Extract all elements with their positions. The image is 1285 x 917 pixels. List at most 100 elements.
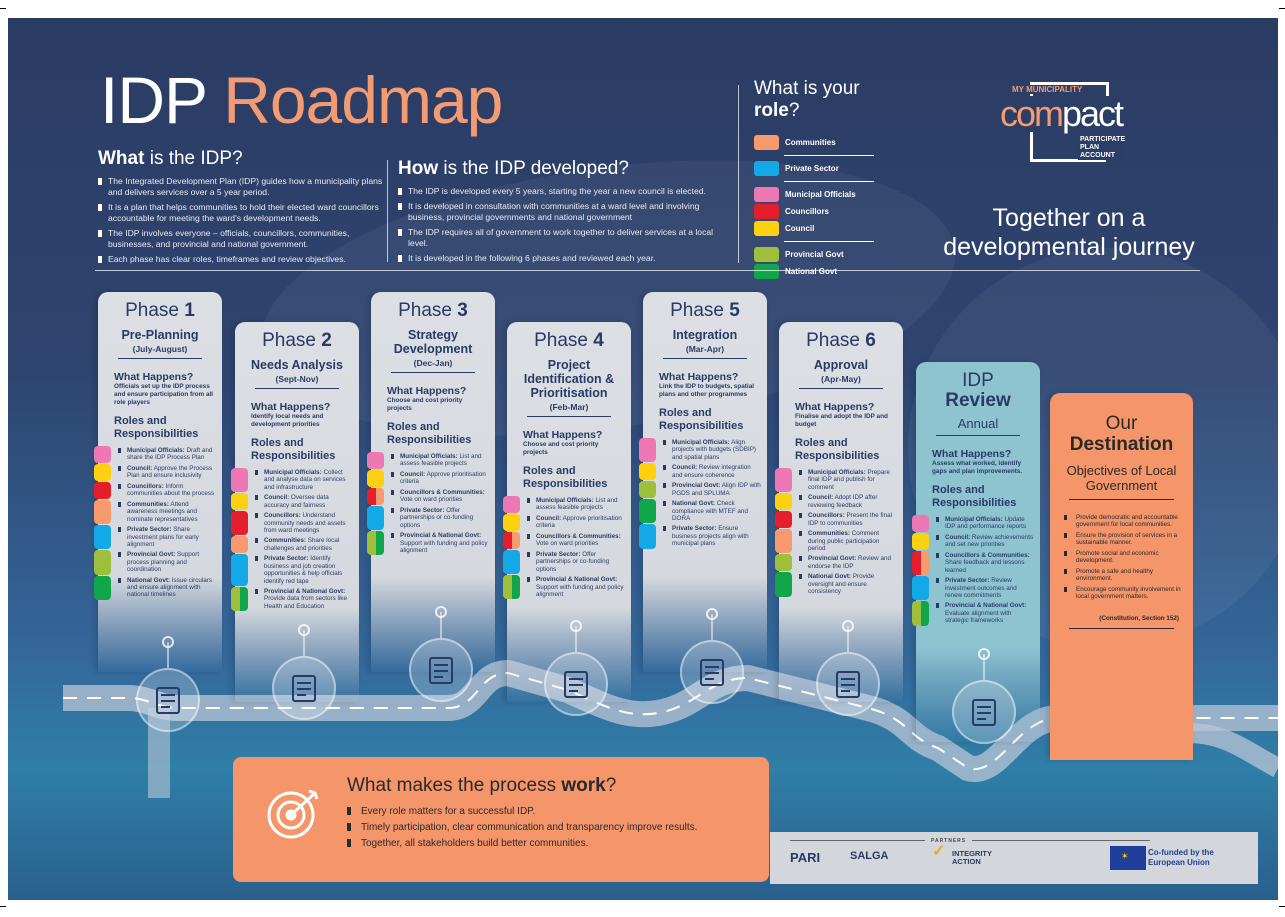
phase-title: Phase 5 bbox=[670, 300, 740, 321]
role-color-tab bbox=[231, 587, 248, 612]
poster: IDP Roadmap What is the IDP? The Integra… bbox=[8, 18, 1278, 900]
phase-card-3: Phase 3 Strategy Development (Dec-Jan) What… bbox=[367, 292, 495, 672]
role-item: Council: Review integration and ensure c… bbox=[639, 463, 767, 481]
legend-item-private: Private Sector bbox=[754, 160, 894, 177]
role-color-tab bbox=[94, 525, 111, 550]
role-item: Municipal Officials: Update IDP and perf… bbox=[912, 515, 1040, 532]
role-color-tab bbox=[912, 533, 929, 550]
role-color-tab bbox=[503, 550, 520, 575]
role-item: Council: Oversee data accuracy and fairn… bbox=[231, 493, 359, 511]
list-item: Encourage community involvement in local… bbox=[1050, 586, 1193, 601]
role-color-tab bbox=[503, 575, 520, 600]
role-color-tab bbox=[639, 463, 656, 481]
role-item: Communities: Comment during public parti… bbox=[775, 529, 903, 554]
destination-card: Our Destination Objectives of Local Gove… bbox=[1050, 393, 1193, 760]
roles-list: Municipal Officials: Draft and share the… bbox=[94, 446, 222, 600]
role-item: Municipal Officials: List and assess fea… bbox=[367, 452, 495, 469]
roles-list: Municipal Officials: Align projects with… bbox=[639, 438, 767, 549]
list-item: Ensure the provision of services in a su… bbox=[1050, 532, 1193, 547]
list-item: Each phase has clear roles, timeframes a… bbox=[98, 254, 383, 265]
role-item: Councillors & Communities: Share feedbac… bbox=[912, 551, 1040, 576]
phase-title: Phase 4 bbox=[534, 330, 604, 351]
clipboard-icon bbox=[952, 680, 1016, 744]
role-color-tab bbox=[912, 551, 929, 576]
role-color-tab bbox=[503, 532, 520, 549]
roles-list: Municipal Officials: Prepare final IDP a… bbox=[775, 468, 903, 597]
role-color-tab bbox=[94, 500, 111, 525]
role-item: Private Sector: Share investment plans f… bbox=[94, 525, 222, 550]
how-developed-section: How is the IDP developed? The IDP is dev… bbox=[398, 158, 718, 268]
what-happens-text: Officials set up the IDP process and ens… bbox=[114, 383, 214, 406]
document-check-icon bbox=[816, 652, 880, 716]
role-item: Councillors: Inform communities about th… bbox=[94, 482, 222, 499]
role-item: Municipal Officials: Align projects with… bbox=[639, 438, 767, 463]
phase-name: Project Identification & Prioritisation bbox=[523, 358, 615, 400]
role-item: Provincial Govt: Align IDP with PGDS and… bbox=[639, 481, 767, 499]
phase-name: Approval bbox=[813, 358, 869, 372]
role-color-tab bbox=[503, 496, 520, 513]
role-item: Provincial Govt: Review and endorse the … bbox=[775, 554, 903, 572]
what-happens-text: Finalise and adopt the IDP and budget bbox=[795, 413, 888, 428]
legend-item-municipal: Municipal Officials bbox=[754, 186, 894, 203]
role-color-tab bbox=[775, 468, 792, 493]
role-item: Private Sector: Offer partnerships or co… bbox=[503, 550, 631, 575]
role-item: Council: Approve the Process Plan and en… bbox=[94, 464, 222, 481]
list-item: Provide democratic and accountable gover… bbox=[1050, 514, 1193, 529]
phase-dates: (Dec-Jan) bbox=[413, 358, 453, 368]
phase-dates: (Sept-Nov) bbox=[275, 374, 319, 384]
roles-list: Municipal Officials: Update IDP and perf… bbox=[912, 515, 1040, 626]
list-item: It is developed in the following 6 phase… bbox=[398, 253, 718, 264]
page-title: IDP Roadmap bbox=[100, 63, 503, 137]
list-item: Together, all stakeholders build better … bbox=[347, 837, 697, 850]
what-happens-text: Choose and cost priority projects bbox=[387, 397, 463, 412]
role-item: Council: Approve prioritisation criteria bbox=[503, 514, 631, 531]
what-happens-text: Choose and cost priority projects bbox=[523, 441, 599, 456]
what-happens-text: Identify local needs and development pri… bbox=[251, 413, 324, 428]
what-happens-heading: What Happens? bbox=[795, 401, 875, 413]
target-icon bbox=[409, 638, 473, 702]
phase-card-4: Phase 4 Project Identification & Prioriti… bbox=[503, 322, 631, 702]
phase-title: Phase 2 bbox=[262, 330, 332, 351]
what-happens-text: Assess what worked, identify gaps and pl… bbox=[932, 460, 1023, 475]
role-item: Provincial Govt: Support process plannin… bbox=[94, 550, 222, 575]
roles-list: Municipal Officials: List and assess fea… bbox=[367, 452, 495, 556]
role-item: National Govt: Provide oversight and ens… bbox=[775, 572, 903, 597]
role-color-tab bbox=[367, 488, 384, 505]
phase-name: Pre-Planning bbox=[121, 328, 199, 342]
role-color-tab bbox=[231, 511, 248, 536]
role-item: Councillors: Understand community needs … bbox=[231, 511, 359, 536]
color-swatch bbox=[754, 161, 779, 176]
what-happens-heading: What Happens? bbox=[523, 429, 603, 441]
review-title: Review bbox=[945, 390, 1011, 411]
phase-title: Phase 3 bbox=[398, 300, 468, 321]
phase-name: Integration bbox=[672, 328, 738, 342]
legend-item-communities: Communities bbox=[754, 134, 894, 151]
role-color-tab bbox=[775, 493, 792, 511]
role-color-tab bbox=[775, 572, 792, 597]
role-color-tab bbox=[94, 464, 111, 481]
tagline: Together on a developmental journey bbox=[943, 204, 1195, 261]
list-item: Promote a safe and healthy environment. bbox=[1050, 568, 1193, 583]
what-happens-heading: What Happens? bbox=[251, 401, 331, 413]
flowchart-icon bbox=[544, 652, 608, 716]
eu-flag-icon: ✶ bbox=[1110, 846, 1146, 870]
what-happens-heading: What Happens? bbox=[932, 448, 1012, 460]
phase-name: Strategy Development bbox=[393, 328, 473, 356]
roles-heading: Roles and Responsibilities bbox=[251, 437, 336, 462]
role-item: Council: Adopt IDP after reviewing feedb… bbox=[775, 493, 903, 511]
role-item: Councillors & Communities: Vote on ward … bbox=[367, 488, 495, 505]
roles-heading: Roles and Responsibilities bbox=[387, 421, 472, 446]
legend-item-national: National Govt bbox=[754, 263, 894, 280]
role-item: Municipal Officials: Collect and analyse… bbox=[231, 468, 359, 493]
phase-name: Needs Analysis bbox=[251, 358, 343, 372]
roles-list: Municipal Officials: Collect and analyse… bbox=[231, 468, 359, 612]
what-happens-heading: What Happens? bbox=[659, 371, 739, 383]
integrity-action-logo: ✓INTEGRITY ACTION bbox=[932, 843, 992, 866]
phase-title: Phase 1 bbox=[125, 300, 195, 321]
what-happens-heading: What Happens? bbox=[387, 385, 467, 397]
roles-list: Municipal Officials: List and assess fea… bbox=[503, 496, 631, 600]
role-color-tab bbox=[912, 601, 929, 626]
review-label: IDP bbox=[962, 370, 994, 391]
